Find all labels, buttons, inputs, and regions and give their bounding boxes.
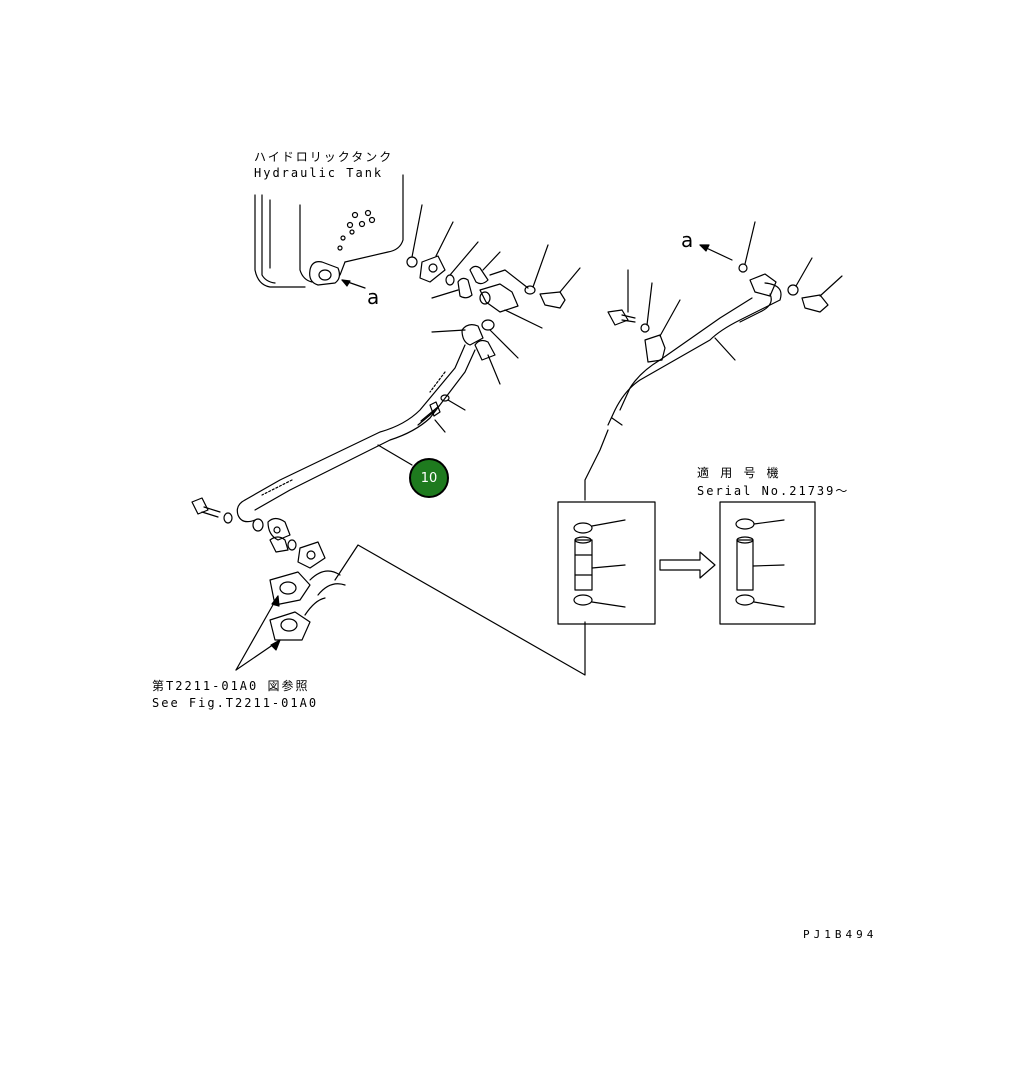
- serial-label-jp: 適 用 号 機: [697, 466, 781, 480]
- hose-flange-lower: [235, 541, 586, 676]
- tank-label-jp: ハイドロリックタンク: [254, 150, 394, 164]
- detail-box-after: [719, 501, 816, 625]
- pipe-assembly-right: [584, 221, 843, 501]
- flange-hardware-left: [406, 204, 581, 329]
- hydraulic-tank: [254, 174, 404, 289]
- tank-label-en: Hydraulic Tank: [254, 166, 384, 180]
- serial-label-en: Serial No.21739～: [697, 484, 850, 498]
- connection-mark-pipe: a: [681, 228, 694, 252]
- reference-label-en: See Fig.T2211-01A0: [152, 696, 319, 710]
- reference-label-jp: 第T2211-01A0 図参照: [152, 679, 310, 693]
- connection-mark-tank: a: [367, 285, 380, 309]
- detail-box-before: [557, 501, 656, 625]
- drawing-code: PJ1B494: [803, 928, 878, 941]
- pipe-assembly-left: [191, 319, 519, 553]
- callout-10[interactable]: 10: [409, 458, 449, 498]
- transition-arrow: [659, 551, 716, 579]
